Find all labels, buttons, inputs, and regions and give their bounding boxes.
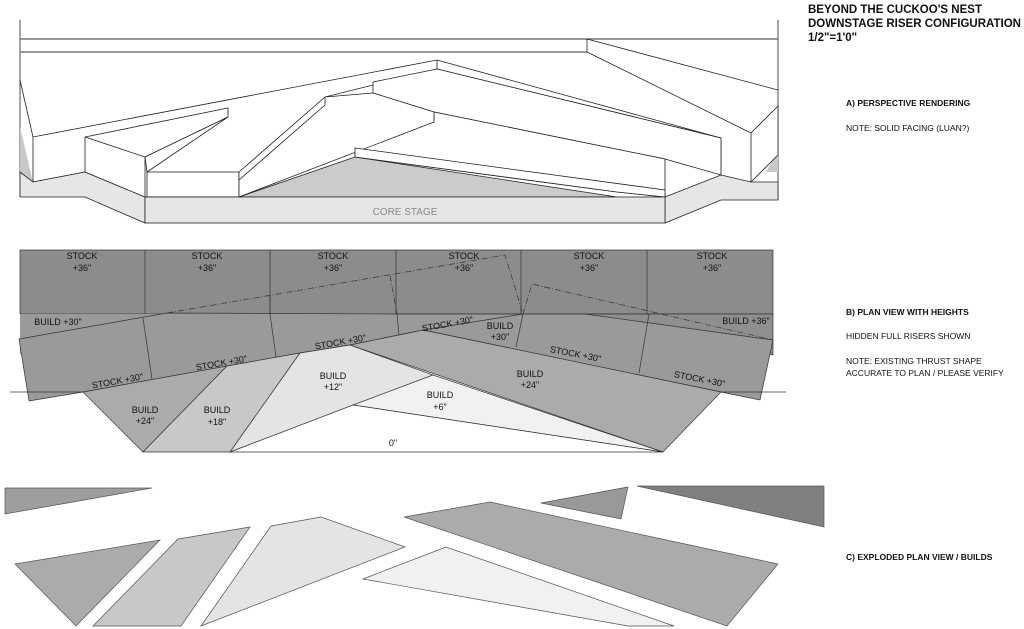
top-tier-edge [586,39,752,134]
exploded-piece-build-30-left [4,487,153,515]
sheet-title: BEYOND THE CUCKOO'S NEST DOWNSTAGE RISER… [808,3,1021,45]
stock-36-label: STOCK [318,251,349,261]
stock-36-label: STOCK [192,251,223,261]
title-line-2: DOWNSTAGE RISER CONFIGURATION [808,18,1021,30]
build-6-height: +6" [433,402,446,412]
stock-36-label: STOCK [574,251,605,261]
zero-label: 0" [389,438,397,448]
build-36-right-label: BUILD +36" [722,316,769,326]
build-30-mid-height: +30" [491,332,509,342]
left-shadow [20,127,33,182]
build-12-height: +12" [324,382,342,392]
section-a-heading: A) PERSPECTIVE RENDERING [846,98,971,108]
stock-36-label: STOCK [449,251,480,261]
section-b-note-2-line-1: NOTE: EXISTING THRUST SHAPE [846,356,982,366]
section-b-note-1: HIDDEN FULL RISERS SHOWN [846,331,971,341]
perspective-rendering: CORE STAGE [19,20,779,224]
exploded-piece-build-6 [361,546,675,627]
section-c-heading: C) EXPLODED PLAN VIEW / BUILDS [846,552,993,562]
section-a-note: NOTE: SOLID FACING (LUAN?) [846,123,970,133]
build-30-mid-label: BUILD [487,321,514,331]
build-30-left-label: BUILD +30" [34,317,81,327]
stock-36-height: +36" [198,263,216,273]
stock-36-label: STOCK [697,251,728,261]
build-18-label: BUILD [204,405,231,415]
exploded-piece-build-24-right [403,501,779,627]
hidden-riser-lines [166,254,774,341]
exploded-piece-build-24-left [14,539,161,627]
stock-36-label: STOCK [67,251,98,261]
build-24-left-height: +24" [136,416,154,426]
zero-floor [229,404,664,453]
core-stage-label: CORE STAGE [373,207,438,218]
build-24-right-height: +24" [521,380,539,390]
drawing-scale: 1/2"=1'0" [808,32,858,44]
build-18-height: +18" [208,417,226,427]
stock-36-height: +36" [73,263,91,273]
left-step-ramp [144,116,229,173]
exploded-piece-build-12 [200,516,407,627]
stock-36-height: +36" [455,263,473,273]
build-6-label: BUILD [427,390,454,400]
low-step-block [146,171,240,198]
exploded-view [4,485,825,627]
stock-36-height: +36" [580,263,598,273]
core-stage [144,196,666,224]
stock-36-height: +36" [703,263,721,273]
exploded-piece-build-36 [636,485,825,528]
plan-view: STOCK +36" STOCK +36" STOCK +36" STOCK +… [10,249,786,453]
stock-36-height: +36" [324,263,342,273]
build-24-right [348,329,722,453]
right-base [664,174,779,224]
section-b-note-2-line-2: ACCURATE TO PLAN / PLEASE VERIFY [846,368,1004,378]
title-line-1: BEYOND THE CUCKOO'S NEST [808,4,982,16]
left-tier-face [19,79,86,183]
build-24-right-label: BUILD [517,369,544,379]
top-tier-edge [586,38,779,91]
exploded-piece-build-30-mid [540,486,629,520]
build-12-label: BUILD [320,371,347,381]
left-step-edge [84,136,146,158]
front-riser-lip [354,147,666,198]
exploded-piece-build-18 [92,526,251,627]
ramp-edge [238,104,326,181]
stock-36-row [19,249,774,315]
build-24-left-label: BUILD [132,405,159,415]
section-b-heading: B) PLAN VIEW WITH HEIGHTS [846,307,969,317]
